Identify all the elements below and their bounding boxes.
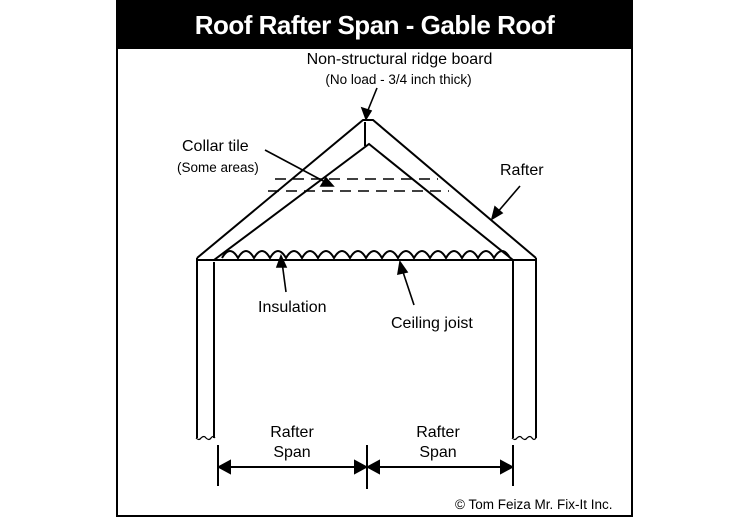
- ridge-board-note: (No load - 3/4 inch thick): [325, 72, 472, 87]
- rafter-span-left-line2: Span: [273, 444, 311, 461]
- collar-tile-note: (Some areas): [177, 160, 259, 175]
- right-wall: [512, 258, 537, 438]
- rafter-span-right-line2: Span: [419, 444, 457, 461]
- roof-inner-line: [213, 142, 514, 261]
- ceiling-joist-label: Ceiling joist: [391, 315, 473, 332]
- rafter-leader: [495, 185, 521, 215]
- collar-tile-label: Collar tile: [182, 138, 249, 155]
- insulation-label: Insulation: [258, 299, 327, 316]
- insulation-arrowhead: [275, 253, 288, 268]
- span-left-arrow-end: [354, 459, 369, 475]
- collar-tile-leader: [264, 149, 328, 184]
- ridge-board-label: Non-structural ridge board: [306, 51, 493, 68]
- diagram-title: Roof Rafter Span - Gable Roof: [194, 10, 555, 40]
- ridge-board-arrowhead: [360, 106, 373, 121]
- left-wall: [196, 258, 215, 438]
- collar-tile-arrowhead: [319, 176, 335, 187]
- roof-outline: [196, 119, 537, 259]
- rafter-span-right-line1: Rafter: [416, 424, 460, 441]
- rafter-label: Rafter: [500, 162, 544, 179]
- span-right-arrow-end: [500, 459, 515, 475]
- insulation-wave: [221, 250, 511, 261]
- right-wall-break: [511, 435, 537, 441]
- ceiling-joist-leader: [401, 268, 415, 306]
- copyright-notice: © Tom Feiza Mr. Fix-It Inc.: [455, 497, 613, 512]
- title-bar: Roof Rafter Span - Gable Roof: [118, 2, 631, 49]
- span-left-arrow-start: [216, 459, 231, 475]
- rafter-arrowhead: [490, 205, 504, 221]
- left-wall-break: [195, 435, 216, 441]
- span-right-arrow-start: [365, 459, 380, 475]
- rafter-span-left-line1: Rafter: [270, 424, 314, 441]
- diagram-frame: Roof Rafter Span - Gable Roof: [116, 0, 633, 517]
- ceiling-joist-arrowhead: [397, 259, 409, 276]
